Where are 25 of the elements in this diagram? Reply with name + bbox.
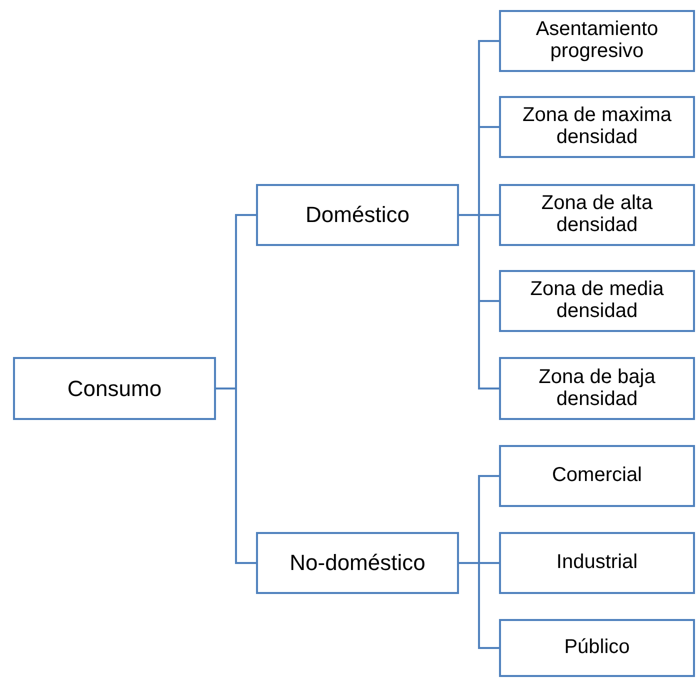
category-label: Público	[564, 637, 630, 659]
category-box	[499, 619, 695, 677]
category-box	[256, 184, 459, 246]
category-box	[499, 96, 695, 158]
category-label: Zona de baja densidad	[538, 366, 656, 410]
category-box	[499, 10, 695, 72]
connector-line	[459, 214, 499, 390]
connector-line	[459, 562, 499, 649]
category-label: Zona de media densidad	[529, 279, 665, 323]
category-label: Comercial	[552, 465, 642, 487]
category-label: Zona de maxima densidad	[522, 105, 672, 149]
connector-line	[216, 388, 256, 564]
category-label: Industrial	[556, 552, 638, 574]
category-label: Asentamiento progresivo	[534, 19, 660, 63]
category-label: Doméstico	[306, 203, 410, 227]
category-label: No-doméstico	[290, 551, 426, 575]
category-box	[499, 532, 695, 594]
category-box	[499, 357, 695, 420]
category-box	[499, 445, 695, 507]
category-label: Consumo	[67, 376, 162, 400]
category-label: Zona de alta densidad	[540, 193, 654, 237]
category-box	[256, 532, 459, 594]
category-box	[499, 184, 695, 246]
category-box	[499, 270, 695, 332]
category-box	[13, 357, 216, 420]
